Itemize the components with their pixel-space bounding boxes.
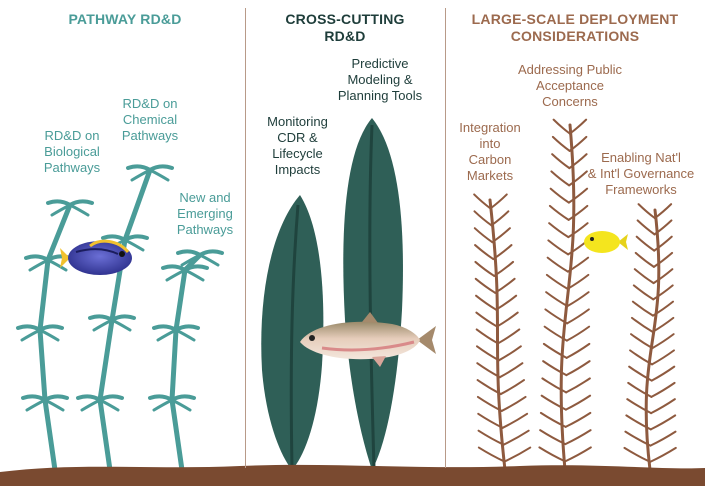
blue-tang-fish-icon (60, 241, 132, 275)
yellow-fish-icon (584, 231, 628, 253)
column-divider (445, 8, 446, 468)
seafloor (0, 465, 705, 486)
column-divider (245, 8, 246, 468)
column-header-pathway: PATHWAY RD&D (20, 11, 230, 28)
